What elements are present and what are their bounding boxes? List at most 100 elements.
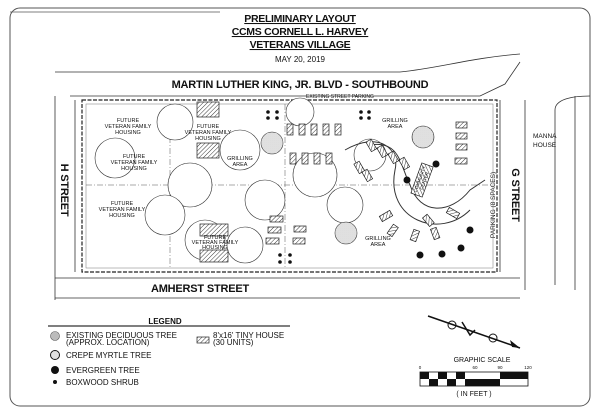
legend-item-tiny-house: 8'x16' TINY HOUSE (213, 331, 284, 340)
future-housing-blocks (196, 101, 229, 263)
legend-item-tiny-house-sub: (30 UNITS) (213, 338, 254, 347)
parking-spaces-label: PARKING (8 SPACES) (490, 172, 497, 238)
deciduous-tree (167, 162, 213, 208)
tiny-house (376, 144, 389, 159)
tiny-house-icon (196, 336, 210, 344)
tiny-house (378, 209, 394, 223)
tiny-house (313, 152, 321, 165)
tiny-house (455, 121, 468, 129)
future-housing-label: FUTURE (204, 235, 227, 241)
tiny-house (334, 123, 342, 136)
title-line-3: VETERANS VILLAGE (250, 39, 351, 51)
tiny-house (289, 152, 297, 165)
title-date: MAY 20, 2019 (275, 55, 326, 64)
scale-units: ( IN FEET ) (456, 391, 491, 398)
deciduous-tree (219, 129, 261, 171)
tiny-house (292, 237, 306, 245)
north-arrow-icon (427, 315, 521, 349)
future-housing-label: HOUSING (109, 213, 135, 219)
grilling-area-label: AREA (388, 124, 403, 130)
scale-tick: 120 (524, 365, 532, 370)
street-label-g: G STREET (509, 168, 521, 222)
graphic-scale-bar (419, 371, 529, 387)
future-housing-label: FUTURE (111, 201, 134, 207)
future-housing-label: VETERAN FAMILY (99, 207, 146, 213)
tiny-house (269, 215, 284, 223)
tiny-house (421, 213, 435, 228)
tiny-house (454, 157, 468, 165)
tiny-house (310, 123, 318, 136)
community-center: COMMUNITY CENTER (410, 162, 434, 198)
crepe-myrtle-icon (50, 350, 60, 360)
grilling-area-label: GRILLING (365, 236, 391, 242)
crepe-myrtle-tree (260, 131, 284, 155)
future-housing-label: HOUSING (202, 245, 228, 251)
scale-tick: 60 (472, 365, 478, 370)
future-housing-label: FUTURE (117, 118, 140, 124)
future-housing-label: VETERAN FAMILY (111, 160, 158, 166)
evergreen-tree-icon (51, 366, 59, 374)
street-label-mlk: MARTIN LUTHER KING, JR. BLVD - SOUTHBOUN… (172, 79, 429, 91)
evergreen-trees (403, 160, 474, 259)
future-housing-label: VETERAN FAMILY (185, 130, 232, 136)
street-parking-label: EXISTING STREET PARKING (306, 94, 374, 100)
tiny-house (387, 150, 400, 165)
manna-house-outline (554, 95, 591, 285)
tiny-house (267, 226, 282, 234)
walking-path (369, 143, 486, 209)
tiny-house (265, 237, 280, 245)
evergreen-tree (403, 176, 411, 184)
tiny-house (455, 143, 468, 151)
legend-title: LEGEND (148, 317, 182, 326)
grilling-area-label: GRILLING (227, 156, 253, 162)
deciduous-tree (326, 186, 364, 224)
sheet-border (9, 7, 591, 407)
tiny-house (301, 152, 309, 165)
deciduous-tree (144, 194, 186, 236)
legend-item-boxwood: BOXWOOD SHRUB (66, 378, 139, 387)
tiny-house (322, 123, 330, 136)
manna-house-label-2: HOUSE (533, 142, 557, 149)
future-housing-label: HOUSING (195, 136, 221, 142)
tiny-house (325, 152, 333, 165)
future-housing-label: HOUSING (115, 130, 141, 136)
manna-house-label-1: MANNA (533, 133, 557, 140)
future-housing-label: VETERAN FAMILY (105, 124, 152, 130)
crepe-myrtle-tree (334, 221, 358, 245)
boxwood-shrubs (266, 110, 371, 264)
tiny-house (445, 206, 461, 220)
title-line-2: CCMS CORNELL L. HARVEY (232, 26, 369, 38)
street-label-h: H STREET (58, 164, 70, 217)
deciduous-tree (156, 103, 194, 141)
crepe-myrtle-tree (411, 125, 435, 149)
tiny-houses (265, 121, 468, 245)
deciduous-tree (244, 179, 286, 221)
legend-item-deciduous: EXISTING DECIDUOUS TREE (66, 331, 177, 340)
tiny-house (409, 228, 420, 243)
boxwood-shrub-icon (53, 380, 57, 384)
scale-tick: 90 (497, 365, 503, 370)
evergreen-tree (457, 244, 465, 252)
community-center-label: CENTER (419, 171, 430, 191)
scale-tick: 0 (419, 365, 422, 370)
tiny-house (430, 226, 441, 241)
deciduous-tree (226, 226, 264, 264)
legend-item-evergreen: EVERGREEN TREE (66, 366, 140, 375)
tiny-house (398, 156, 411, 171)
mlk-curb-north (55, 53, 521, 73)
legend-item-deciduous-sub: (APPROX. LOCATION) (66, 338, 150, 347)
site-boundary (81, 99, 498, 273)
future-housing-label: FUTURE (123, 154, 146, 160)
tiny-house (298, 123, 306, 136)
deciduous-tree-icon (50, 331, 60, 341)
tiny-house (365, 138, 378, 153)
tiny-house (286, 123, 294, 136)
tiny-house (386, 223, 399, 238)
future-housing-label: FUTURE (197, 124, 220, 130)
evergreen-tree (466, 226, 474, 234)
legend-item-crepe-myrtle: CREPE MYRTLE TREE (66, 351, 152, 360)
future-housing-label: HOUSING (121, 166, 147, 172)
grilling-area-label: GRILLING (382, 118, 408, 124)
title-line-1: PRELIMINARY LAYOUT (244, 13, 356, 25)
tiny-house (293, 225, 307, 233)
